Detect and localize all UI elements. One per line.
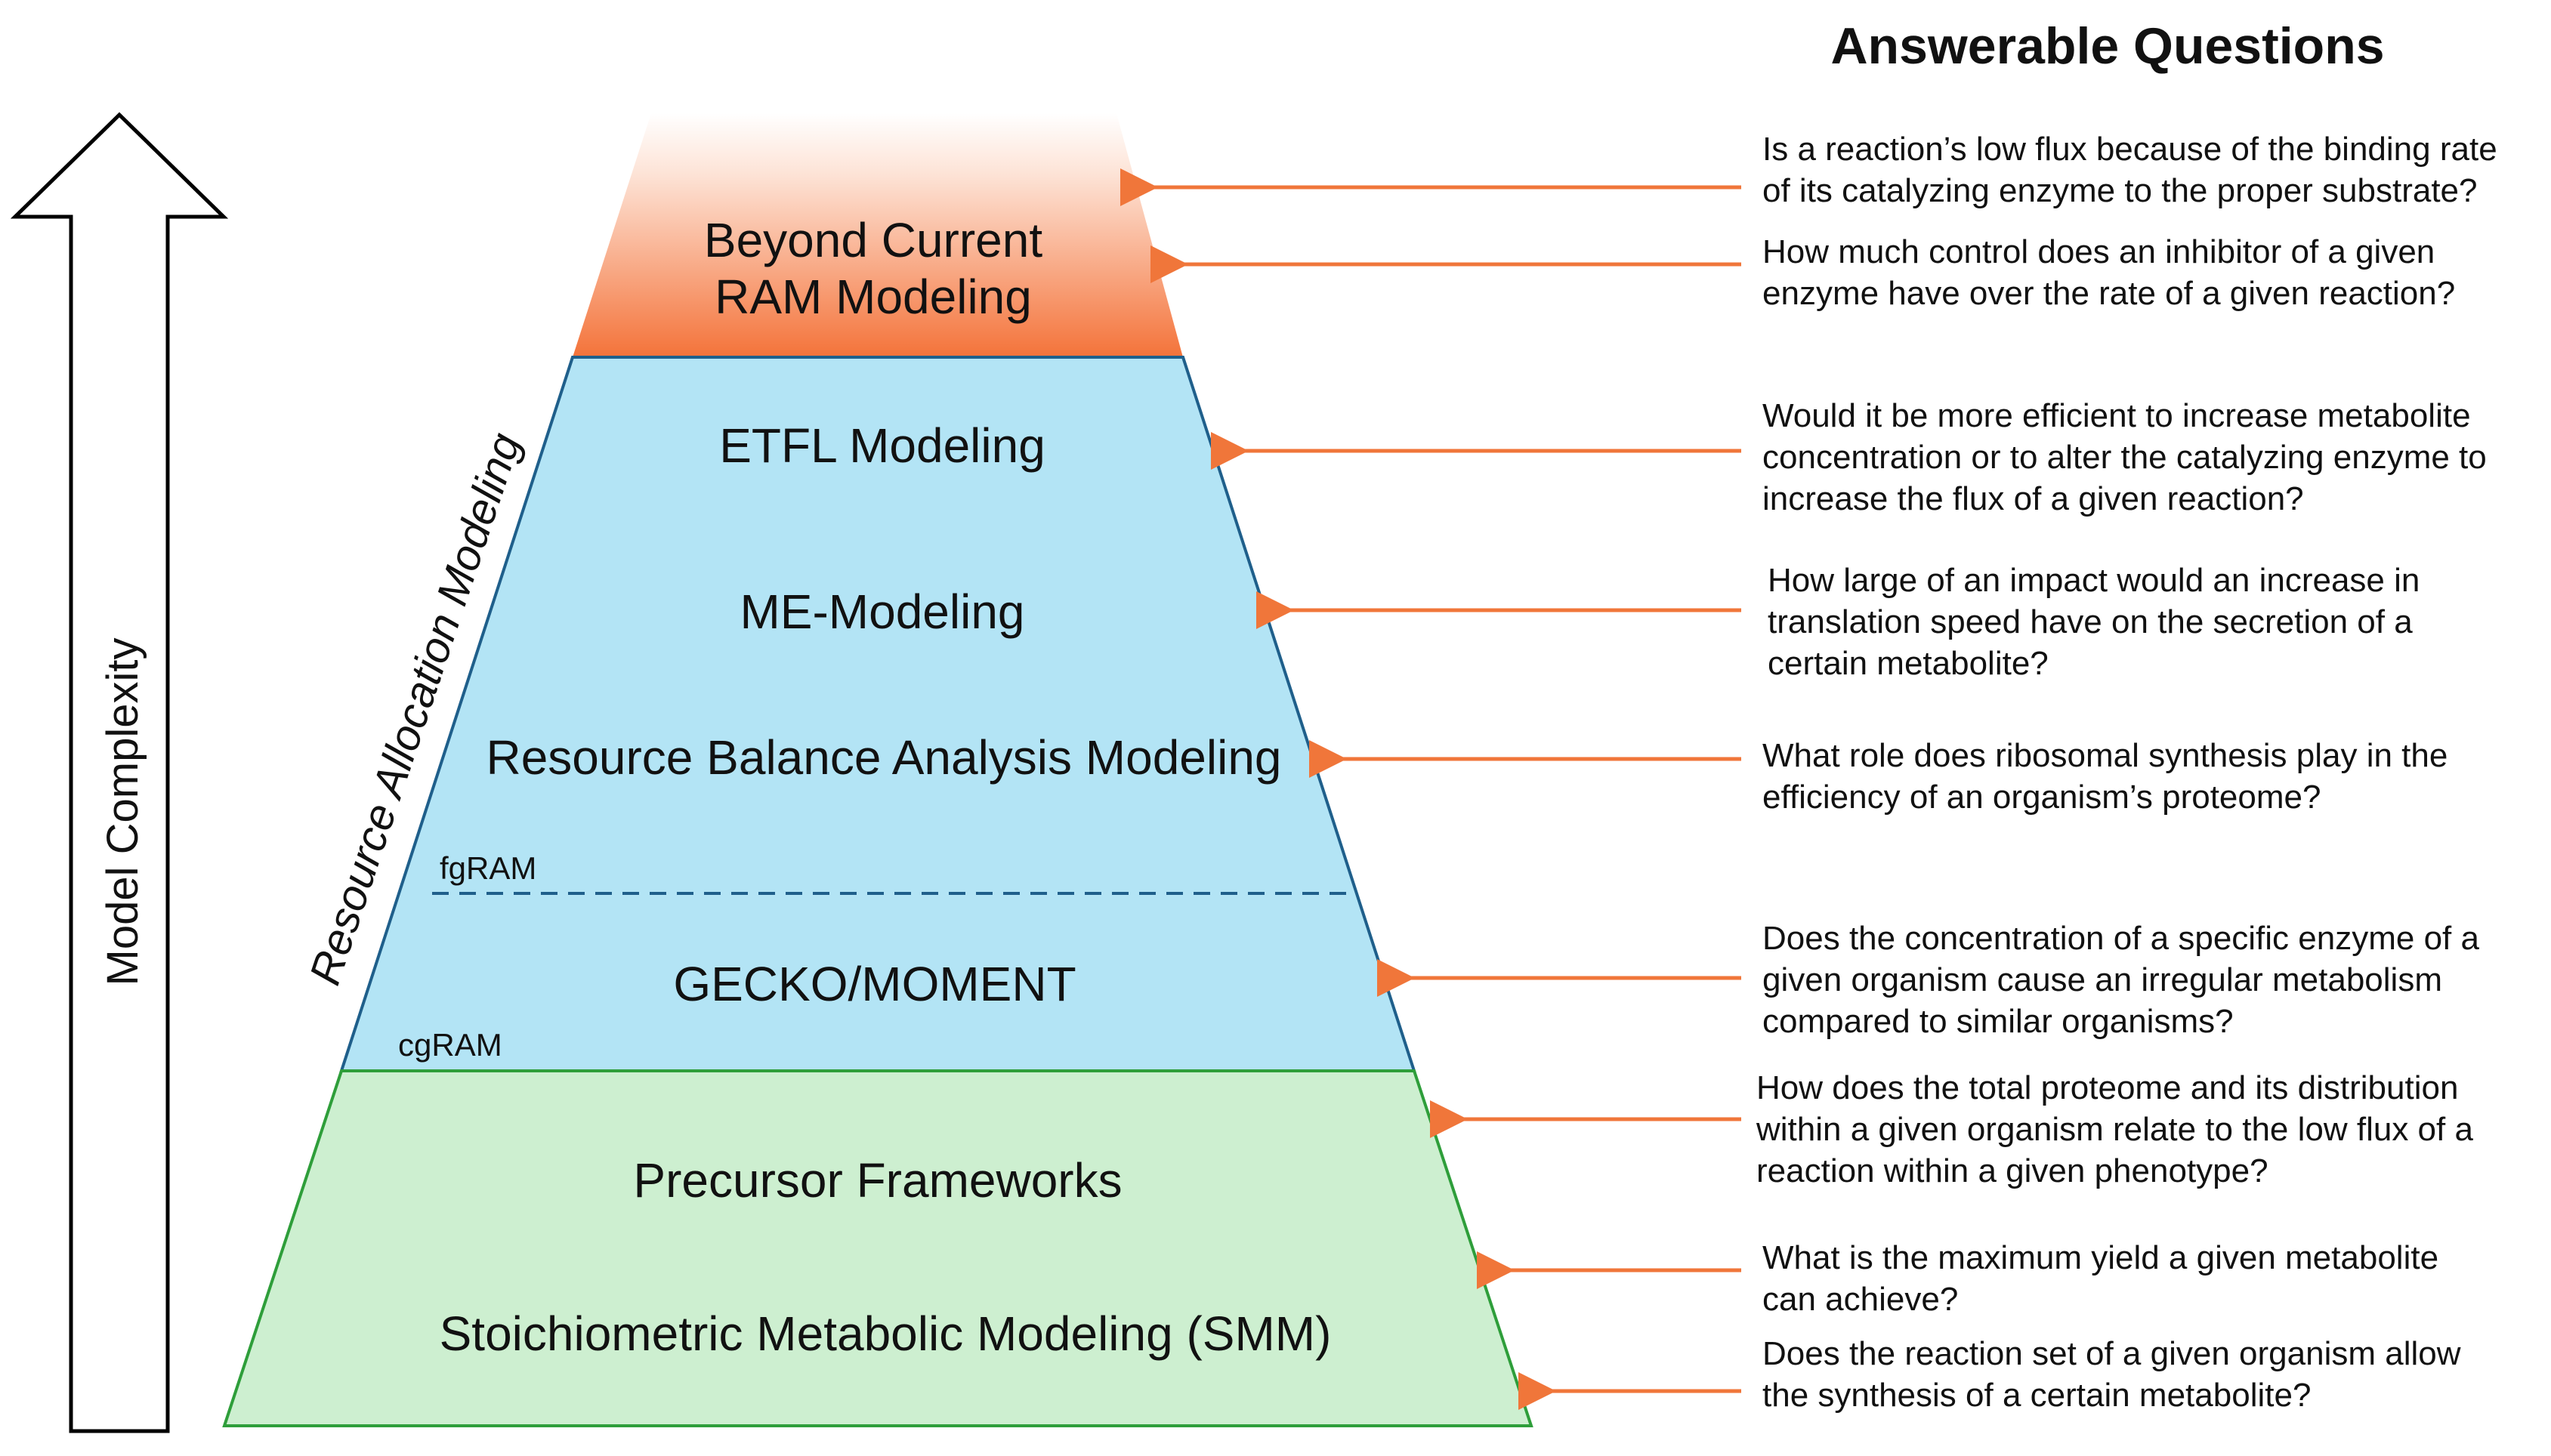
question-9-line-2: the synthesis of a certain metabolite? <box>1762 1377 2311 1414</box>
etfl-label: ETFL Modeling <box>719 418 1045 473</box>
beyond-ram-layer <box>573 113 1183 357</box>
me-label: ME-Modeling <box>740 585 1024 639</box>
question-2: How much control does an inhibitor of a … <box>1762 233 2455 312</box>
complexity-arrow <box>10 112 229 1433</box>
gecko-label: GECKO/MOMENT <box>673 957 1076 1011</box>
question-9: Does the reaction set of a given organis… <box>1762 1335 2470 1414</box>
question-4-line-2: translation speed have on the secretion … <box>1768 603 2413 640</box>
beyond-label-line1: Beyond Current <box>704 213 1042 267</box>
question-6: Does the concentration of a specific enz… <box>1762 920 2488 1040</box>
question-3-line-2: concentration or to alter the catalyzing… <box>1762 439 2487 476</box>
question-2-line-2: enzyme have over the rate of a given rea… <box>1762 275 2455 312</box>
question-8-line-2: can achieve? <box>1762 1281 1958 1318</box>
question-3-line-1: Would it be more efficient to increase m… <box>1762 397 2471 434</box>
question-7-line-1: How does the total proteome and its dist… <box>1756 1069 2458 1106</box>
rba-label: Resource Balance Analysis Modeling <box>486 730 1281 785</box>
cgram-tag: cgRAM <box>398 1027 502 1063</box>
question-5-line-2: efficiency of an organism’s proteome? <box>1762 779 2321 816</box>
question-3-line-3: increase the flux of a given reaction? <box>1762 480 2304 517</box>
answerable-questions-heading: Answerable Questions <box>1830 17 2384 75</box>
question-8: What is the maximum yield a given metabo… <box>1762 1239 2448 1318</box>
question-1-line-2: of its catalyzing enzyme to the proper s… <box>1762 172 2478 209</box>
question-8-line-1: What is the maximum yield a given metabo… <box>1762 1239 2438 1276</box>
smm-label: Stoichiometric Metabolic Modeling (SMM) <box>440 1306 1332 1361</box>
question-1-line-1: Is a reaction’s low flux because of the … <box>1762 131 2497 168</box>
question-2-line-1: How much control does an inhibitor of a … <box>1762 233 2435 270</box>
question-5: What role does ribosomal synthesis play … <box>1762 737 2457 816</box>
question-4: How large of an impact would an increase… <box>1768 562 2429 682</box>
question-4-line-3: certain metabolite? <box>1768 645 2049 682</box>
question-arrows <box>1120 168 1741 1410</box>
question-4-line-1: How large of an impact would an increase… <box>1768 562 2420 599</box>
question-5-line-1: What role does ribosomal synthesis play … <box>1762 737 2448 774</box>
beyond-label-line2: RAM Modeling <box>715 270 1032 324</box>
question-6-line-2: given organism cause an irregular metabo… <box>1762 961 2442 998</box>
precursor-label: Precursor Frameworks <box>633 1153 1122 1208</box>
question-7-line-3: reaction within a given phenotype? <box>1756 1152 2268 1189</box>
question-9-line-1: Does the reaction set of a given organis… <box>1762 1335 2461 1372</box>
question-7-line-2: within a given organism relate to the lo… <box>1756 1111 2473 1148</box>
question-6-line-1: Does the concentration of a specific enz… <box>1762 920 2479 957</box>
question-7: How does the total proteome and its dist… <box>1756 1069 2482 1189</box>
base-section <box>222 1069 1533 1427</box>
question-3: Would it be more efficient to increase m… <box>1762 397 2496 517</box>
model-complexity-label: Model Complexity <box>98 638 147 986</box>
question-1: Is a reaction’s low flux because of the … <box>1762 131 2506 209</box>
question-6-line-3: compared to similar organisms? <box>1762 1003 2234 1040</box>
fgram-tag: fgRAM <box>440 850 536 886</box>
